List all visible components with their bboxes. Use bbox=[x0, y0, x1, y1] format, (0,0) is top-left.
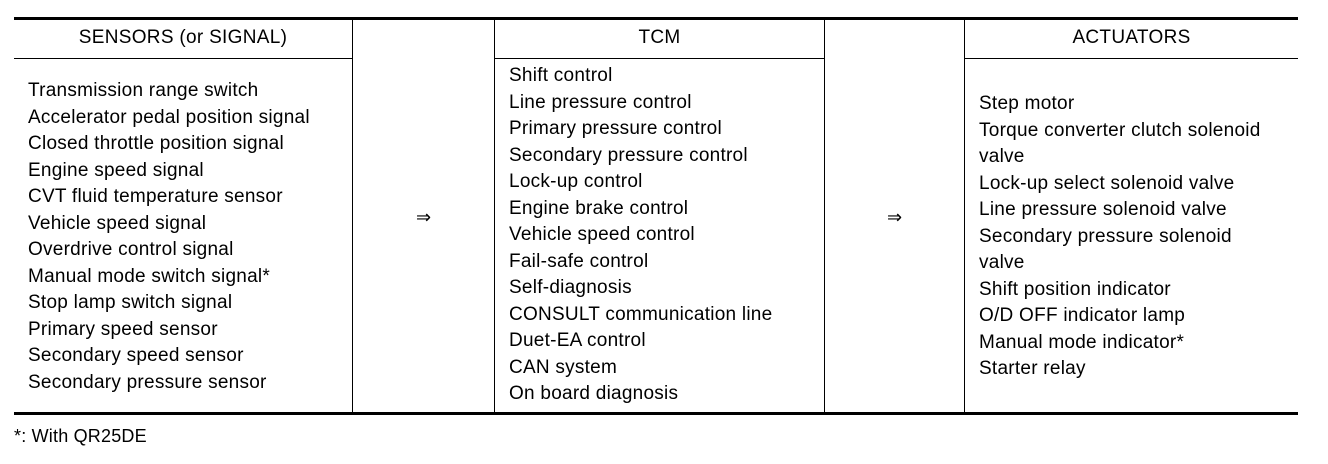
list-item: Fail-safe control bbox=[509, 250, 649, 272]
list-item: Step motor bbox=[979, 93, 1075, 114]
sensors-header: SENSORS (or SIGNAL) bbox=[14, 20, 352, 59]
list-item: Closed throttle position signal bbox=[28, 133, 284, 154]
right-arrow-icon: ⇒ bbox=[886, 207, 903, 228]
list-item: Secondary speed sensor bbox=[28, 345, 244, 366]
list-item: Accelerator pedal position signal bbox=[28, 106, 310, 128]
list-item: Stop lamp switch signal bbox=[28, 292, 233, 313]
list-item: valve bbox=[979, 252, 1025, 273]
list-item: On board diagnosis bbox=[509, 383, 679, 404]
list-item: Engine brake control bbox=[509, 197, 689, 219]
list-item: Lock-up select solenoid valve bbox=[979, 172, 1235, 194]
input-arrow-column: ⇒ bbox=[352, 20, 494, 412]
control-system-table: SENSORS (or SIGNAL) Transmission range s… bbox=[14, 17, 1298, 415]
list-item: Manual mode indicator* bbox=[979, 331, 1185, 353]
list-item: Self-diagnosis bbox=[509, 277, 632, 298]
list-item: Line pressure control bbox=[509, 91, 692, 113]
footnote: *: With QR25DE bbox=[14, 426, 147, 446]
list-item: CAN system bbox=[509, 356, 618, 378]
list-item: CVT fluid temperature sensor bbox=[28, 186, 283, 207]
output-arrow-column: ⇒ bbox=[824, 20, 964, 412]
list-item: Lock-up control bbox=[509, 171, 643, 192]
list-item: valve bbox=[979, 146, 1025, 167]
list-item: Manual mode switch signal* bbox=[28, 265, 271, 287]
list-item: Primary pressure control bbox=[509, 118, 722, 139]
sensors-column: SENSORS (or SIGNAL) Transmission range s… bbox=[14, 20, 352, 412]
right-arrow-icon: ⇒ bbox=[415, 207, 432, 228]
list-item: Shift position indicator bbox=[979, 278, 1171, 300]
list-item: Torque converter clutch solenoid bbox=[979, 119, 1261, 141]
list-item: Duet-EA control bbox=[509, 330, 646, 351]
list-item: Line pressure solenoid valve bbox=[979, 199, 1227, 220]
list-item: Shift control bbox=[509, 65, 613, 86]
list-item: Secondary pressure solenoid bbox=[979, 225, 1232, 247]
list-item: O/D OFF indicator lamp bbox=[979, 305, 1186, 326]
list-item: Starter relay bbox=[979, 358, 1086, 379]
list-item: Secondary pressure sensor bbox=[28, 371, 267, 393]
list-item: Overdrive control signal bbox=[28, 239, 234, 260]
actuators-header: ACTUATORS bbox=[965, 20, 1298, 59]
list-item: Transmission range switch bbox=[28, 80, 259, 101]
tcm-header: TCM bbox=[495, 20, 824, 59]
list-item: CONSULT communication line bbox=[509, 303, 773, 325]
list-item: Engine speed signal bbox=[28, 159, 204, 181]
list-item: Secondary pressure control bbox=[509, 144, 748, 166]
list-item: Vehicle speed signal bbox=[28, 212, 207, 234]
list-item: Primary speed sensor bbox=[28, 318, 218, 340]
list-item: Vehicle speed control bbox=[509, 224, 695, 245]
